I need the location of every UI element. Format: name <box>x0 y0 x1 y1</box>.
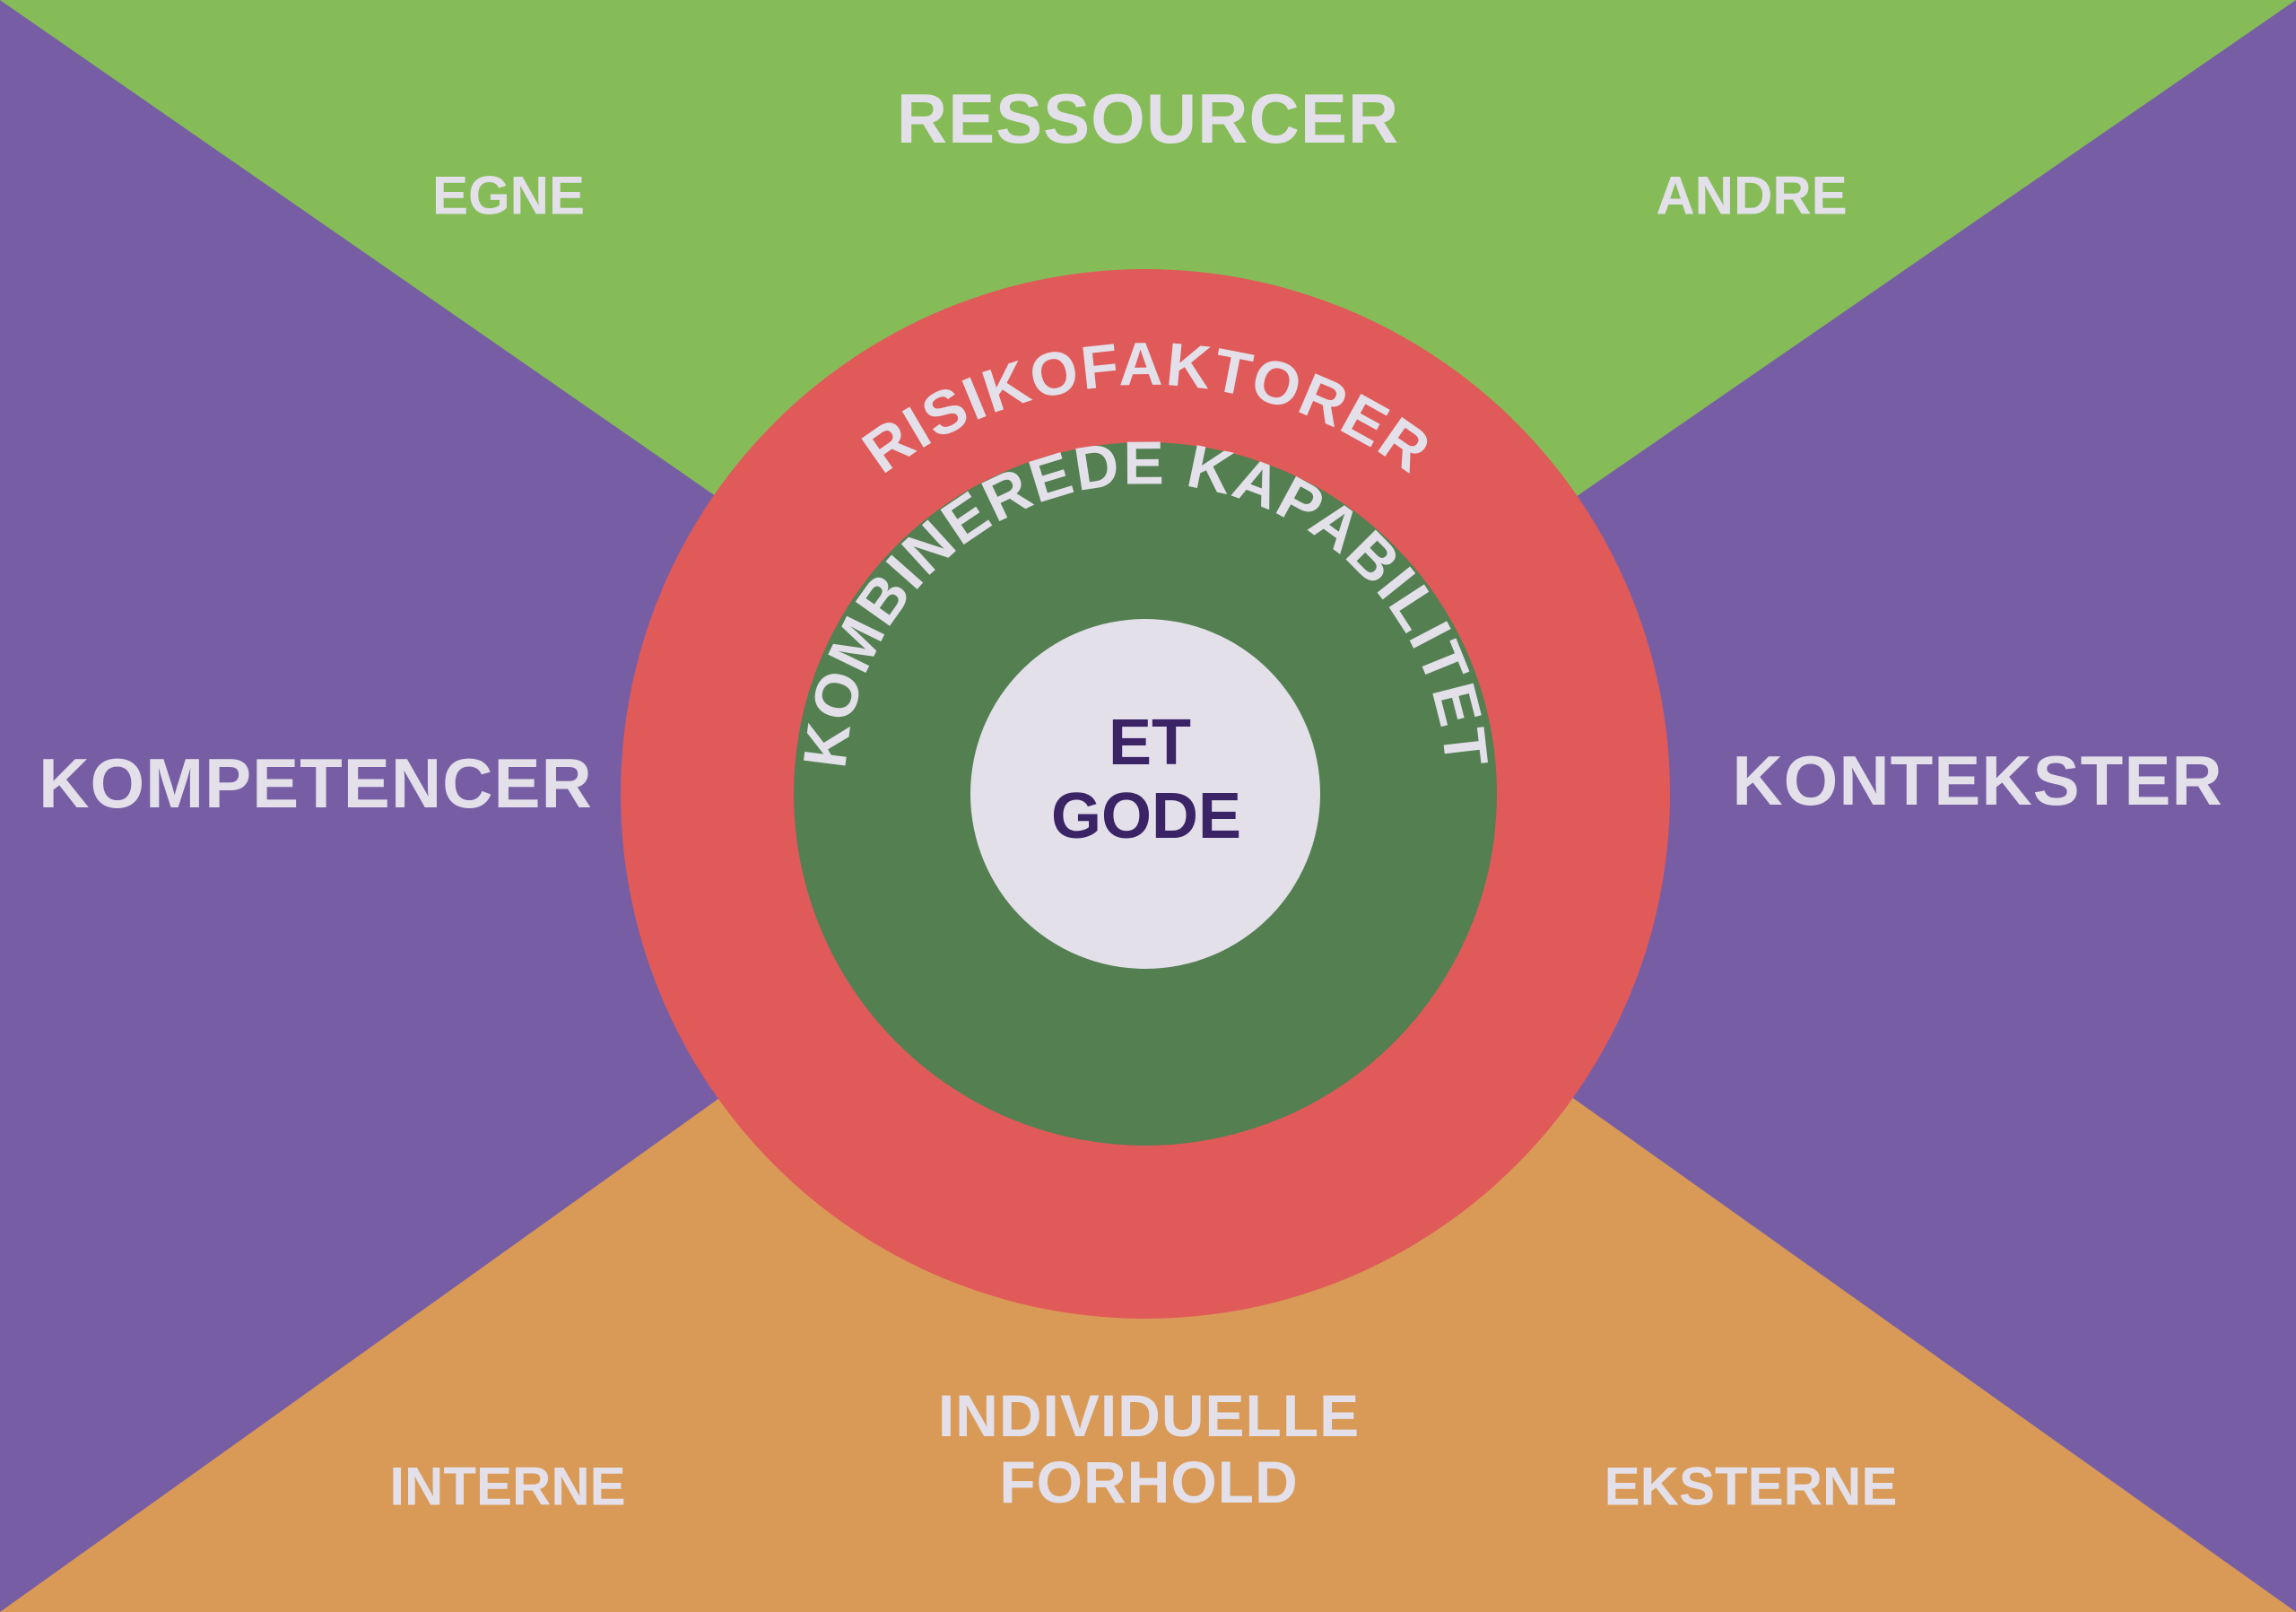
center-label-line1: ET <box>1109 707 1191 779</box>
center-circle-a-good <box>970 619 1320 969</box>
center-label-line2: GODE <box>1051 780 1241 852</box>
section-label-others: ANDRE <box>1656 166 1847 226</box>
section-label-own: EGNE <box>432 166 585 226</box>
section-title-competencies: KOMPETENCER <box>39 744 593 823</box>
section-title-individual-line2: FORHOLD <box>999 1449 1298 1515</box>
section-label-internal: INTERNE <box>389 1457 625 1517</box>
section-title-resources: RESSOURCER <box>897 79 1399 158</box>
section-title-individual-line1: INDIVIDUELLE <box>938 1382 1360 1449</box>
section-title-contexts: KONTEKSTER <box>1732 741 2222 820</box>
section-label-external: EKSTERNE <box>1605 1457 1898 1517</box>
